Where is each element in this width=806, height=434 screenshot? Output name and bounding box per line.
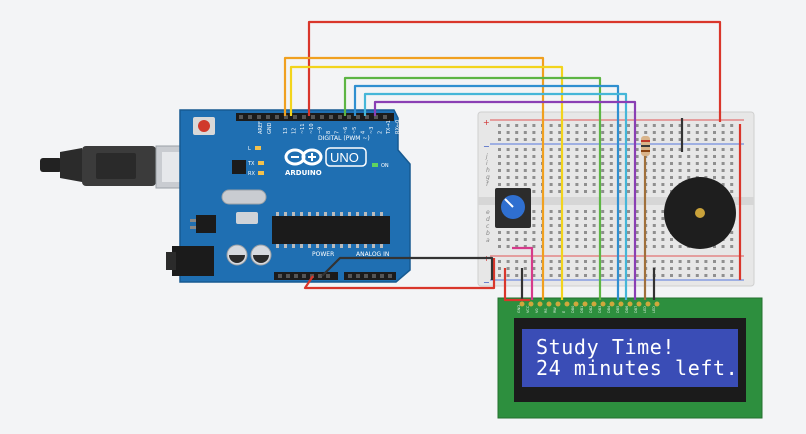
tx-led-label: TX xyxy=(247,161,255,167)
gnd-label: GND xyxy=(267,122,273,134)
wire-cyan[interactable] xyxy=(363,92,628,300)
row-letter: g xyxy=(486,174,490,181)
regulator-ic xyxy=(196,215,216,233)
digital-pwm-label: DIGITAL (PWM ~) xyxy=(318,135,370,142)
digital-pin-label: ~9 xyxy=(317,127,323,134)
lcd-pin-label: DB2 xyxy=(589,306,593,313)
lcd-pin-label: LED xyxy=(652,306,656,313)
wire-black-gnd[interactable] xyxy=(321,256,494,280)
on-led xyxy=(372,163,378,167)
row-letter: i xyxy=(486,160,488,167)
wire-red-lcd[interactable] xyxy=(503,268,530,302)
digital-pin-label: ~6 xyxy=(343,127,349,134)
row-letter: h xyxy=(486,167,490,174)
analog-in-label: ANALOG IN xyxy=(356,251,389,258)
on-label: ON xyxy=(381,163,389,169)
lcd-pin-label: DB6 xyxy=(625,306,629,313)
crystal-oscillator xyxy=(221,189,267,205)
lcd-screen xyxy=(522,329,738,387)
digital-pin-label: 13 xyxy=(283,128,289,134)
digital-pin-label: ~10 xyxy=(309,123,315,134)
l-led-label: L xyxy=(248,146,251,152)
lcd-pin-label: DB5 xyxy=(616,306,620,313)
lcd-pin-label: DB3 xyxy=(598,306,602,313)
aref-label: AREF xyxy=(258,121,264,134)
l-led xyxy=(255,146,261,150)
reset-pin-switch xyxy=(236,212,258,224)
lcd-pin-label: LED xyxy=(643,306,647,313)
rail-minus-label: − xyxy=(483,142,490,151)
rail-plus-label: + xyxy=(483,118,490,127)
lcd-16x2[interactable]: GND VCC V0 RS RW E DB0 DB1 DB2 DB3 DB4 DB5 DB6 DB7 LED… xyxy=(497,297,763,419)
capacitor-icon xyxy=(226,244,248,266)
lcd-line-2: 24 minutes left. xyxy=(536,356,739,380)
wire-blue[interactable] xyxy=(353,84,620,300)
usb-chip xyxy=(232,160,246,174)
wire-green[interactable] xyxy=(343,76,602,300)
arduino-brand: ARDUINO xyxy=(285,169,322,177)
digital-pin-label: 2 xyxy=(378,131,384,134)
reset-button[interactable] xyxy=(193,117,215,135)
lcd-pin-label: DB1 xyxy=(580,306,584,313)
lcd-pin-label: VCC xyxy=(526,305,530,313)
digital-pin-label: TX→1 xyxy=(386,120,392,135)
digital-pin-label: ~3 xyxy=(369,127,375,134)
lcd-pin-label: RS xyxy=(544,308,548,313)
row-letter: j xyxy=(485,153,488,160)
row-letter: e xyxy=(486,209,490,216)
lcd-pin-label: V0 xyxy=(535,308,539,313)
wire-red-power[interactable] xyxy=(303,258,496,290)
lcd-pin-label: DB4 xyxy=(607,305,611,313)
usb-cable[interactable] xyxy=(40,145,195,189)
piezo-buzzer[interactable] xyxy=(664,177,736,249)
wire-orange[interactable] xyxy=(283,56,545,300)
lcd-pin-label: RW xyxy=(553,307,557,313)
row-letter: a xyxy=(486,237,490,244)
rx-led xyxy=(258,171,264,175)
digital-pin-label: 8 xyxy=(326,131,332,134)
lcd-pin-label: DB7 xyxy=(634,306,638,313)
capacitor-icon xyxy=(250,244,272,266)
wire-purple[interactable] xyxy=(373,100,637,300)
lcd-display-text: Study Time! 24 minutes left. xyxy=(536,337,738,379)
uno-label: UNO xyxy=(330,150,359,165)
tx-led xyxy=(258,161,264,165)
potentiometer[interactable] xyxy=(495,188,531,228)
wire-pink[interactable] xyxy=(512,246,534,300)
arduino-logo-icon xyxy=(284,148,323,166)
row-letter: c xyxy=(486,223,490,230)
power-jack[interactable] xyxy=(172,246,214,276)
digital-pin-label: ~11 xyxy=(300,123,306,134)
row-letter: b xyxy=(486,230,490,237)
lcd-pin-label: E xyxy=(562,311,566,313)
row-letter: d xyxy=(486,216,490,223)
digital-pin-label: 12 xyxy=(292,128,298,134)
lcd-line-1: Study Time! xyxy=(536,335,676,359)
lcd-pin-label: DB0 xyxy=(571,306,575,313)
resistor[interactable] xyxy=(641,136,650,156)
rail-minus-label: − xyxy=(483,278,490,287)
power-label: POWER xyxy=(312,251,334,258)
row-letter: f xyxy=(486,181,489,188)
wire-red-top[interactable] xyxy=(307,20,722,122)
rx-led-label: RX xyxy=(248,171,255,177)
digital-pin-label: RX←0 xyxy=(395,120,401,134)
analog-header[interactable] xyxy=(344,272,396,280)
wire-yellow[interactable] xyxy=(289,65,564,300)
digital-pin-label: 7 xyxy=(335,131,341,134)
digital-pin-label: 4 xyxy=(360,131,366,134)
lcd-pin-label: GND xyxy=(517,305,521,313)
digital-pin-label: ~5 xyxy=(352,127,358,134)
atmega-chip xyxy=(272,216,390,244)
